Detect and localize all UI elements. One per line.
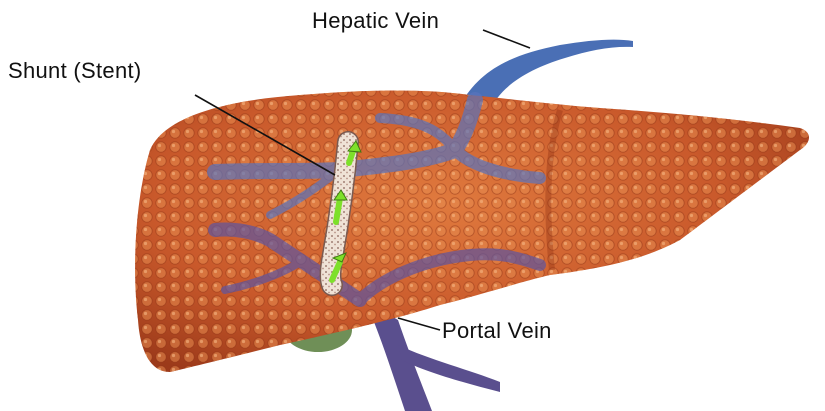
hepatic-vein-leader (483, 30, 530, 48)
portal-vein-label: Portal Vein (442, 318, 552, 343)
hepatic-vein-label: Hepatic Vein (312, 8, 439, 33)
shunt-label: Shunt (Stent) (8, 58, 142, 83)
portal-vein-leader (398, 318, 440, 330)
